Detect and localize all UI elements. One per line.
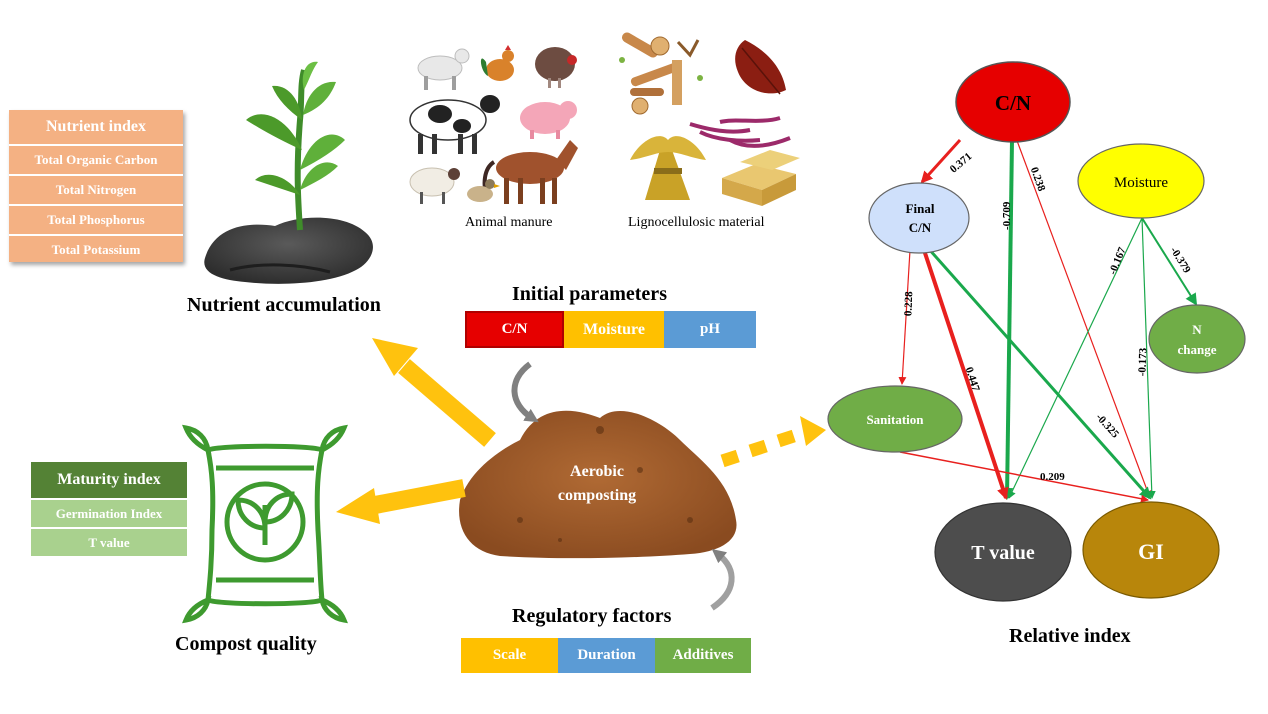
node-cn: C/N	[955, 61, 1071, 143]
nutrient-index-item-tn: Total Nitrogen	[9, 176, 183, 206]
wheat-sheaf-icon	[630, 136, 706, 200]
node-final-cn: Final C/N	[868, 182, 970, 254]
node-moisture: Moisture	[1077, 143, 1205, 219]
node-n-change: N change	[1148, 304, 1246, 374]
lignocellulosic-illustration	[619, 32, 800, 206]
dry-leaf-icon	[735, 40, 786, 95]
initial-param-cn: C/N	[465, 311, 564, 348]
network-edges	[898, 137, 1198, 503]
node-gi-label: GI	[1138, 539, 1164, 564]
arrow-to-nutrient-accumulation	[372, 338, 496, 447]
initial-param-moisture: Moisture	[564, 311, 664, 348]
straw-bales-icon	[722, 150, 800, 206]
edge-cn-final-cn	[920, 138, 962, 184]
edge-label-moisture-n-change: -0.379	[1168, 245, 1193, 276]
edge-final-cn-t-value	[922, 249, 1009, 500]
title-relative-index: Relative index	[1009, 625, 1131, 647]
node-gi: GI	[1082, 501, 1220, 599]
maturity-index-box: Maturity index Germination Index T value	[31, 462, 187, 556]
arrow-to-compost-quality	[336, 479, 466, 524]
edge-label-final-cn-gi: -0.325	[1093, 411, 1121, 441]
aerobic-composting-line2: composting	[558, 487, 636, 504]
maturity-index-item-t: T value	[88, 535, 130, 550]
node-n-change-line2: change	[1178, 342, 1217, 357]
node-n-change-line1: N	[1192, 322, 1202, 337]
rooster-icon	[480, 45, 514, 81]
wood-logs-icon	[619, 32, 703, 115]
node-sanitation-label: Sanitation	[866, 412, 924, 427]
dotted-arrow-to-relative-index	[720, 416, 826, 468]
nutrient-index-item-tp: Total Phosphorus	[9, 206, 183, 236]
aerobic-composting-pile: Aerobic composting	[459, 410, 737, 559]
regulatory-to-pile-arrow	[710, 548, 735, 611]
nutrient-index-header: Nutrient index	[9, 110, 183, 146]
node-t-value: T value	[934, 502, 1072, 602]
edge-label-cn-gi: 0.238	[1028, 166, 1048, 194]
pig-icon	[520, 101, 577, 139]
sheep-icon	[409, 167, 460, 204]
node-t-value-label: T value	[971, 542, 1035, 564]
duck-icon	[467, 179, 500, 202]
title-initial-parameters: Initial parameters	[512, 283, 667, 305]
nutrient-index-item-toc: Total Organic Carbon	[9, 146, 183, 176]
nutrient-index-item-tk: Total Potassium	[51, 242, 141, 257]
nutrient-index-box: Nutrient index Total Organic Carbon Tota…	[9, 110, 183, 262]
maturity-index-item-gi: Germination Index	[31, 500, 187, 529]
regulatory-additives: Additives	[655, 638, 751, 673]
title-compost-quality: Compost quality	[175, 633, 317, 655]
aerobic-composting-line1: Aerobic	[570, 463, 624, 480]
label-lignocellulosic-material: Lignocellulosic material	[628, 215, 765, 230]
edge-final-cn-gi	[926, 247, 1152, 500]
title-nutrient-accumulation: Nutrient accumulation	[187, 294, 381, 316]
edge-moisture-n-change	[1141, 217, 1198, 306]
node-final-cn-line2: C/N	[909, 220, 932, 235]
edge-moisture-t-value	[1008, 217, 1143, 499]
edge-label-final-cn-sanitation: 0.228	[902, 291, 915, 317]
plant-soil-icon	[204, 61, 373, 284]
regulatory-scale: Scale	[461, 638, 558, 673]
title-regulatory-factors: Regulatory factors	[512, 605, 672, 627]
edge-cn-gi	[1015, 137, 1152, 499]
node-cn-label: C/N	[995, 91, 1031, 115]
edge-label-moisture-t-value: -0.167	[1107, 245, 1129, 276]
animal-manure-illustration	[409, 45, 578, 204]
initial-to-pile-arrow	[511, 361, 539, 423]
compost-bag-icon	[182, 424, 348, 624]
edge-cn-t-value	[1001, 139, 1014, 500]
edge-label-cn-final-cn: 0.371	[948, 150, 975, 175]
cow-icon	[409, 95, 500, 154]
regulatory-duration: Duration	[558, 638, 655, 673]
maturity-index-header: Maturity index	[31, 462, 187, 500]
edge-label-moisture-gi: -0.173	[1136, 347, 1149, 376]
horse-icon	[482, 140, 578, 204]
node-sanitation: Sanitation	[827, 385, 963, 453]
label-animal-manure: Animal manure	[465, 215, 553, 230]
seed-pods-icon	[689, 116, 791, 148]
edge-moisture-gi	[1141, 217, 1156, 499]
edge-final-cn-sanitation	[898, 249, 911, 385]
initial-param-ph: pH	[664, 311, 756, 348]
network-nodes: C/N Final C/N Moisture N change Sanitati…	[827, 61, 1246, 602]
edge-sanitation-gi	[899, 451, 1149, 503]
edge-label-cn-t-value: -0.709	[1001, 201, 1013, 230]
node-final-cn-line1: Final	[906, 201, 935, 216]
turkey-icon	[535, 47, 577, 88]
edge-label-sanitation-gi: 0.209	[1040, 471, 1065, 483]
node-moisture-label: Moisture	[1114, 175, 1169, 191]
goat-icon	[417, 48, 470, 90]
